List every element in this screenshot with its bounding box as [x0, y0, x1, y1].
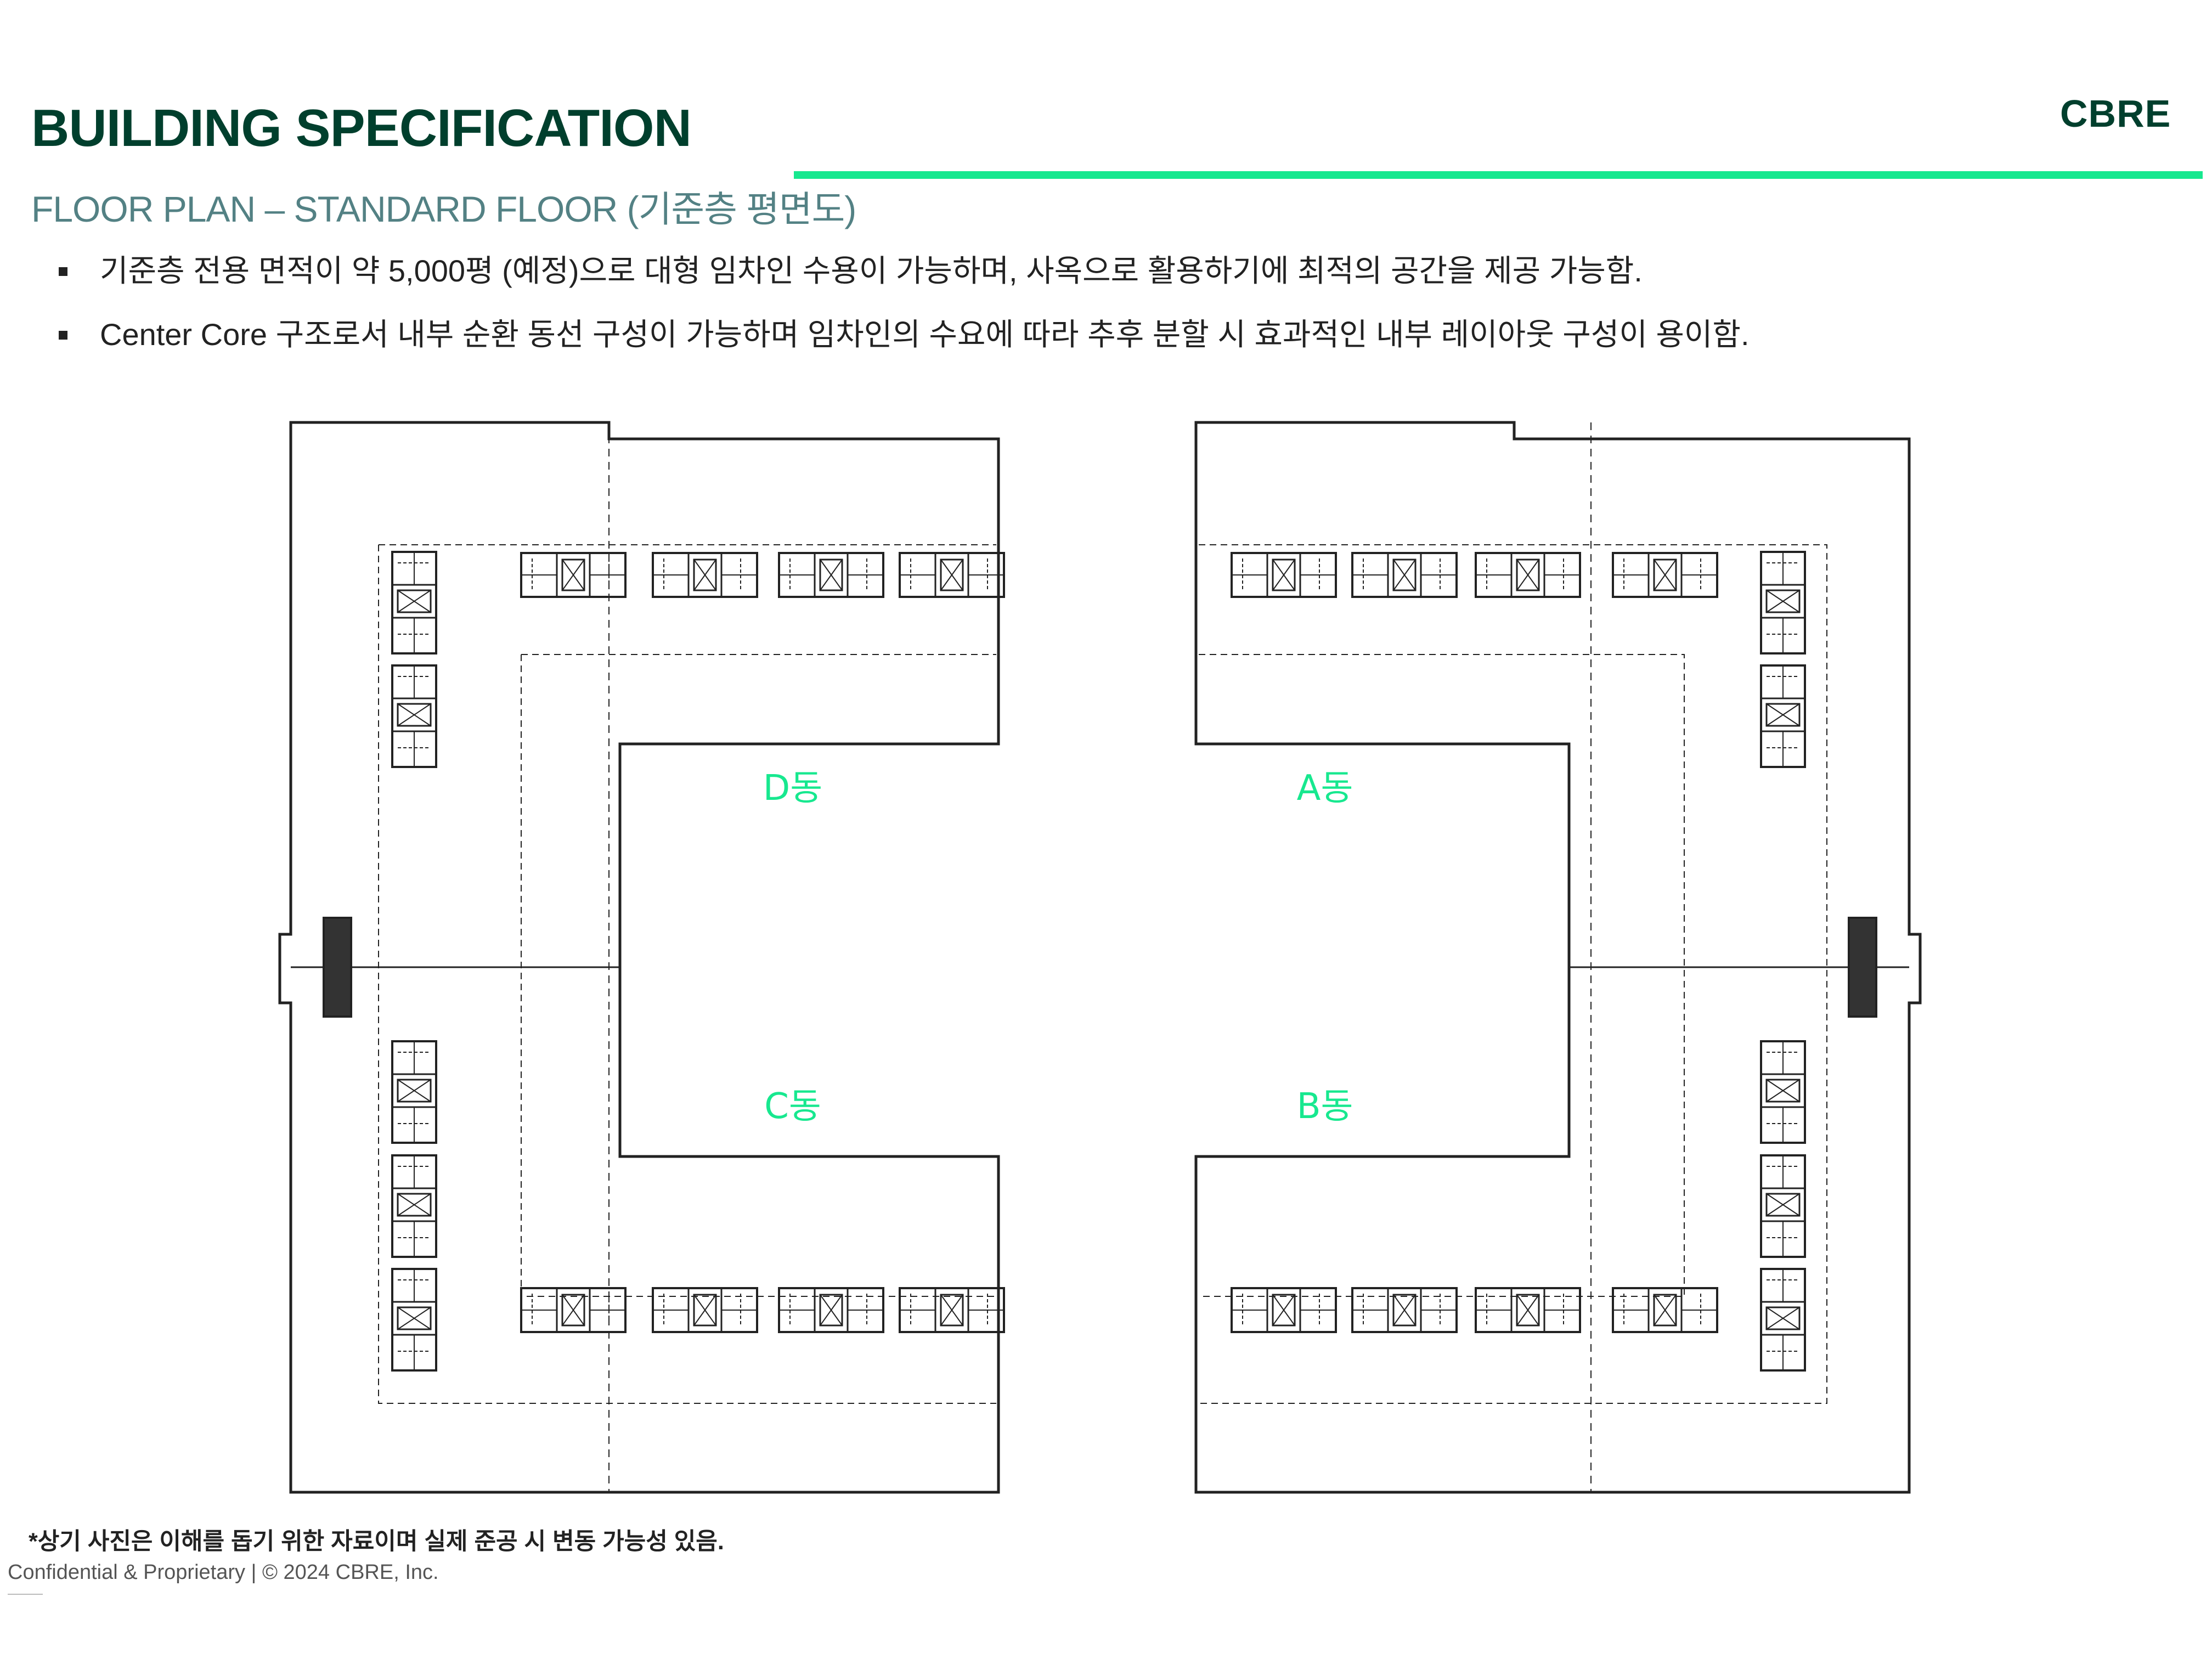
building-outline-right: [1194, 421, 1922, 1494]
page-subtitle: FLOOR PLAN – STANDARD FLOOR (기준층 평면도): [31, 189, 856, 229]
cores-right: [1231, 551, 1806, 1372]
bullet-item: 기준층 전용 면적이 약 5,000평 (예정)으로 대형 임차인 수용이 가능…: [52, 254, 1750, 318]
wing-label-b: B동: [1297, 1086, 1353, 1127]
floor-plan: D동 A동 C동 B동: [274, 416, 1937, 1513]
footer-divider: [8, 1594, 43, 1595]
cbre-logo: CBRE: [2060, 92, 2171, 135]
wing-label-a: A동: [1297, 768, 1353, 809]
disclaimer-note: *상기 사진은 이해를 돕기 위한 자료이며 실제 준공 시 변동 가능성 있음…: [29, 1528, 724, 1555]
page-title: BUILDING SPECIFICATION: [31, 99, 692, 157]
bullet-list: 기준층 전용 면적이 약 5,000평 (예정)으로 대형 임차인 수용이 가능…: [52, 254, 1750, 381]
bullet-item: Center Core 구조로서 내부 순환 동선 구성이 가능하며 임차인의 …: [52, 318, 1750, 381]
wing-label-c: C동: [764, 1086, 821, 1127]
footer-copyright: Confidential & Proprietary | © 2024 CBRE…: [8, 1561, 439, 1584]
accent-rule: [794, 171, 2203, 179]
cores-left: [391, 551, 1005, 1372]
building-outline-left: [278, 421, 1000, 1494]
wing-label-d: D동: [763, 768, 822, 809]
